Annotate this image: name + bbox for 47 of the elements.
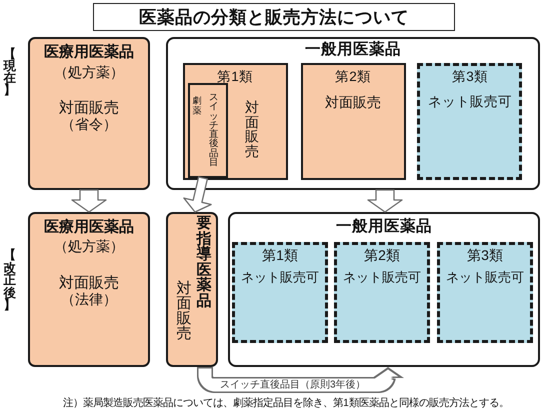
box-text: ネット販売可 (241, 270, 319, 286)
panel-heading: 一般用医薬品 (336, 218, 432, 236)
block-arrow (367, 189, 403, 213)
box-text: （省令） (61, 116, 117, 132)
box-heading: 医療用医薬品 (44, 43, 134, 61)
box-text: 対面販売 (244, 100, 260, 158)
group-panel (166, 37, 540, 190)
class-heading: 第2類 (335, 69, 371, 85)
period-label: 【現在】 (3, 48, 17, 96)
box-heading: 医療用医薬品 (44, 218, 134, 236)
group-panel (228, 212, 540, 367)
class-heading: 第2類 (364, 246, 400, 264)
subgroup-box (188, 83, 228, 178)
class-box (232, 242, 328, 343)
class-heading: 第3類 (467, 246, 503, 264)
box-text: （処方薬） (54, 238, 124, 254)
class-box (183, 63, 288, 180)
class-box (417, 63, 522, 180)
box-text: ネット販売可 (343, 270, 421, 286)
category-box (166, 212, 218, 367)
edge-label: スイッチ直後品目（原則3年後） (219, 380, 367, 390)
block-arrow (71, 189, 107, 213)
box-text: （法律） (61, 290, 117, 308)
panel-heading: 一般用医薬品 (305, 41, 401, 59)
box-text: 対面販売 (176, 281, 192, 341)
class-box (301, 63, 406, 180)
class-heading: 第1類 (262, 246, 298, 264)
category-box (28, 212, 150, 367)
box-text: ネット販売可 (446, 270, 524, 286)
curved-arrow (197, 367, 404, 393)
class-heading: 第1類 (217, 69, 253, 85)
category-box (28, 37, 150, 190)
box-text: ネット販売可 (428, 94, 512, 110)
class-box (334, 242, 430, 343)
box-text: 対面販売 (325, 94, 381, 110)
block-arrow (183, 176, 212, 213)
title-box: 医薬品の分類と販売方法について (93, 3, 455, 31)
period-label: 【改正後】 (3, 248, 17, 312)
class-box (437, 242, 533, 343)
class-heading: 第3類 (452, 69, 488, 85)
box-text: 劇薬 (192, 96, 202, 116)
footnote: 注）薬局製造販売医薬品については、劇薬指定品目を除き、第1類医薬品と同様の販売方法とする。 (63, 398, 509, 410)
box-text: スイッチ直後品目 (209, 92, 219, 168)
box-text: （処方薬） (54, 64, 124, 80)
box-text: 対面販売 (59, 99, 119, 117)
box-text: 対面販売 (59, 274, 119, 292)
box-heading: 要指導医薬品 (196, 216, 212, 308)
